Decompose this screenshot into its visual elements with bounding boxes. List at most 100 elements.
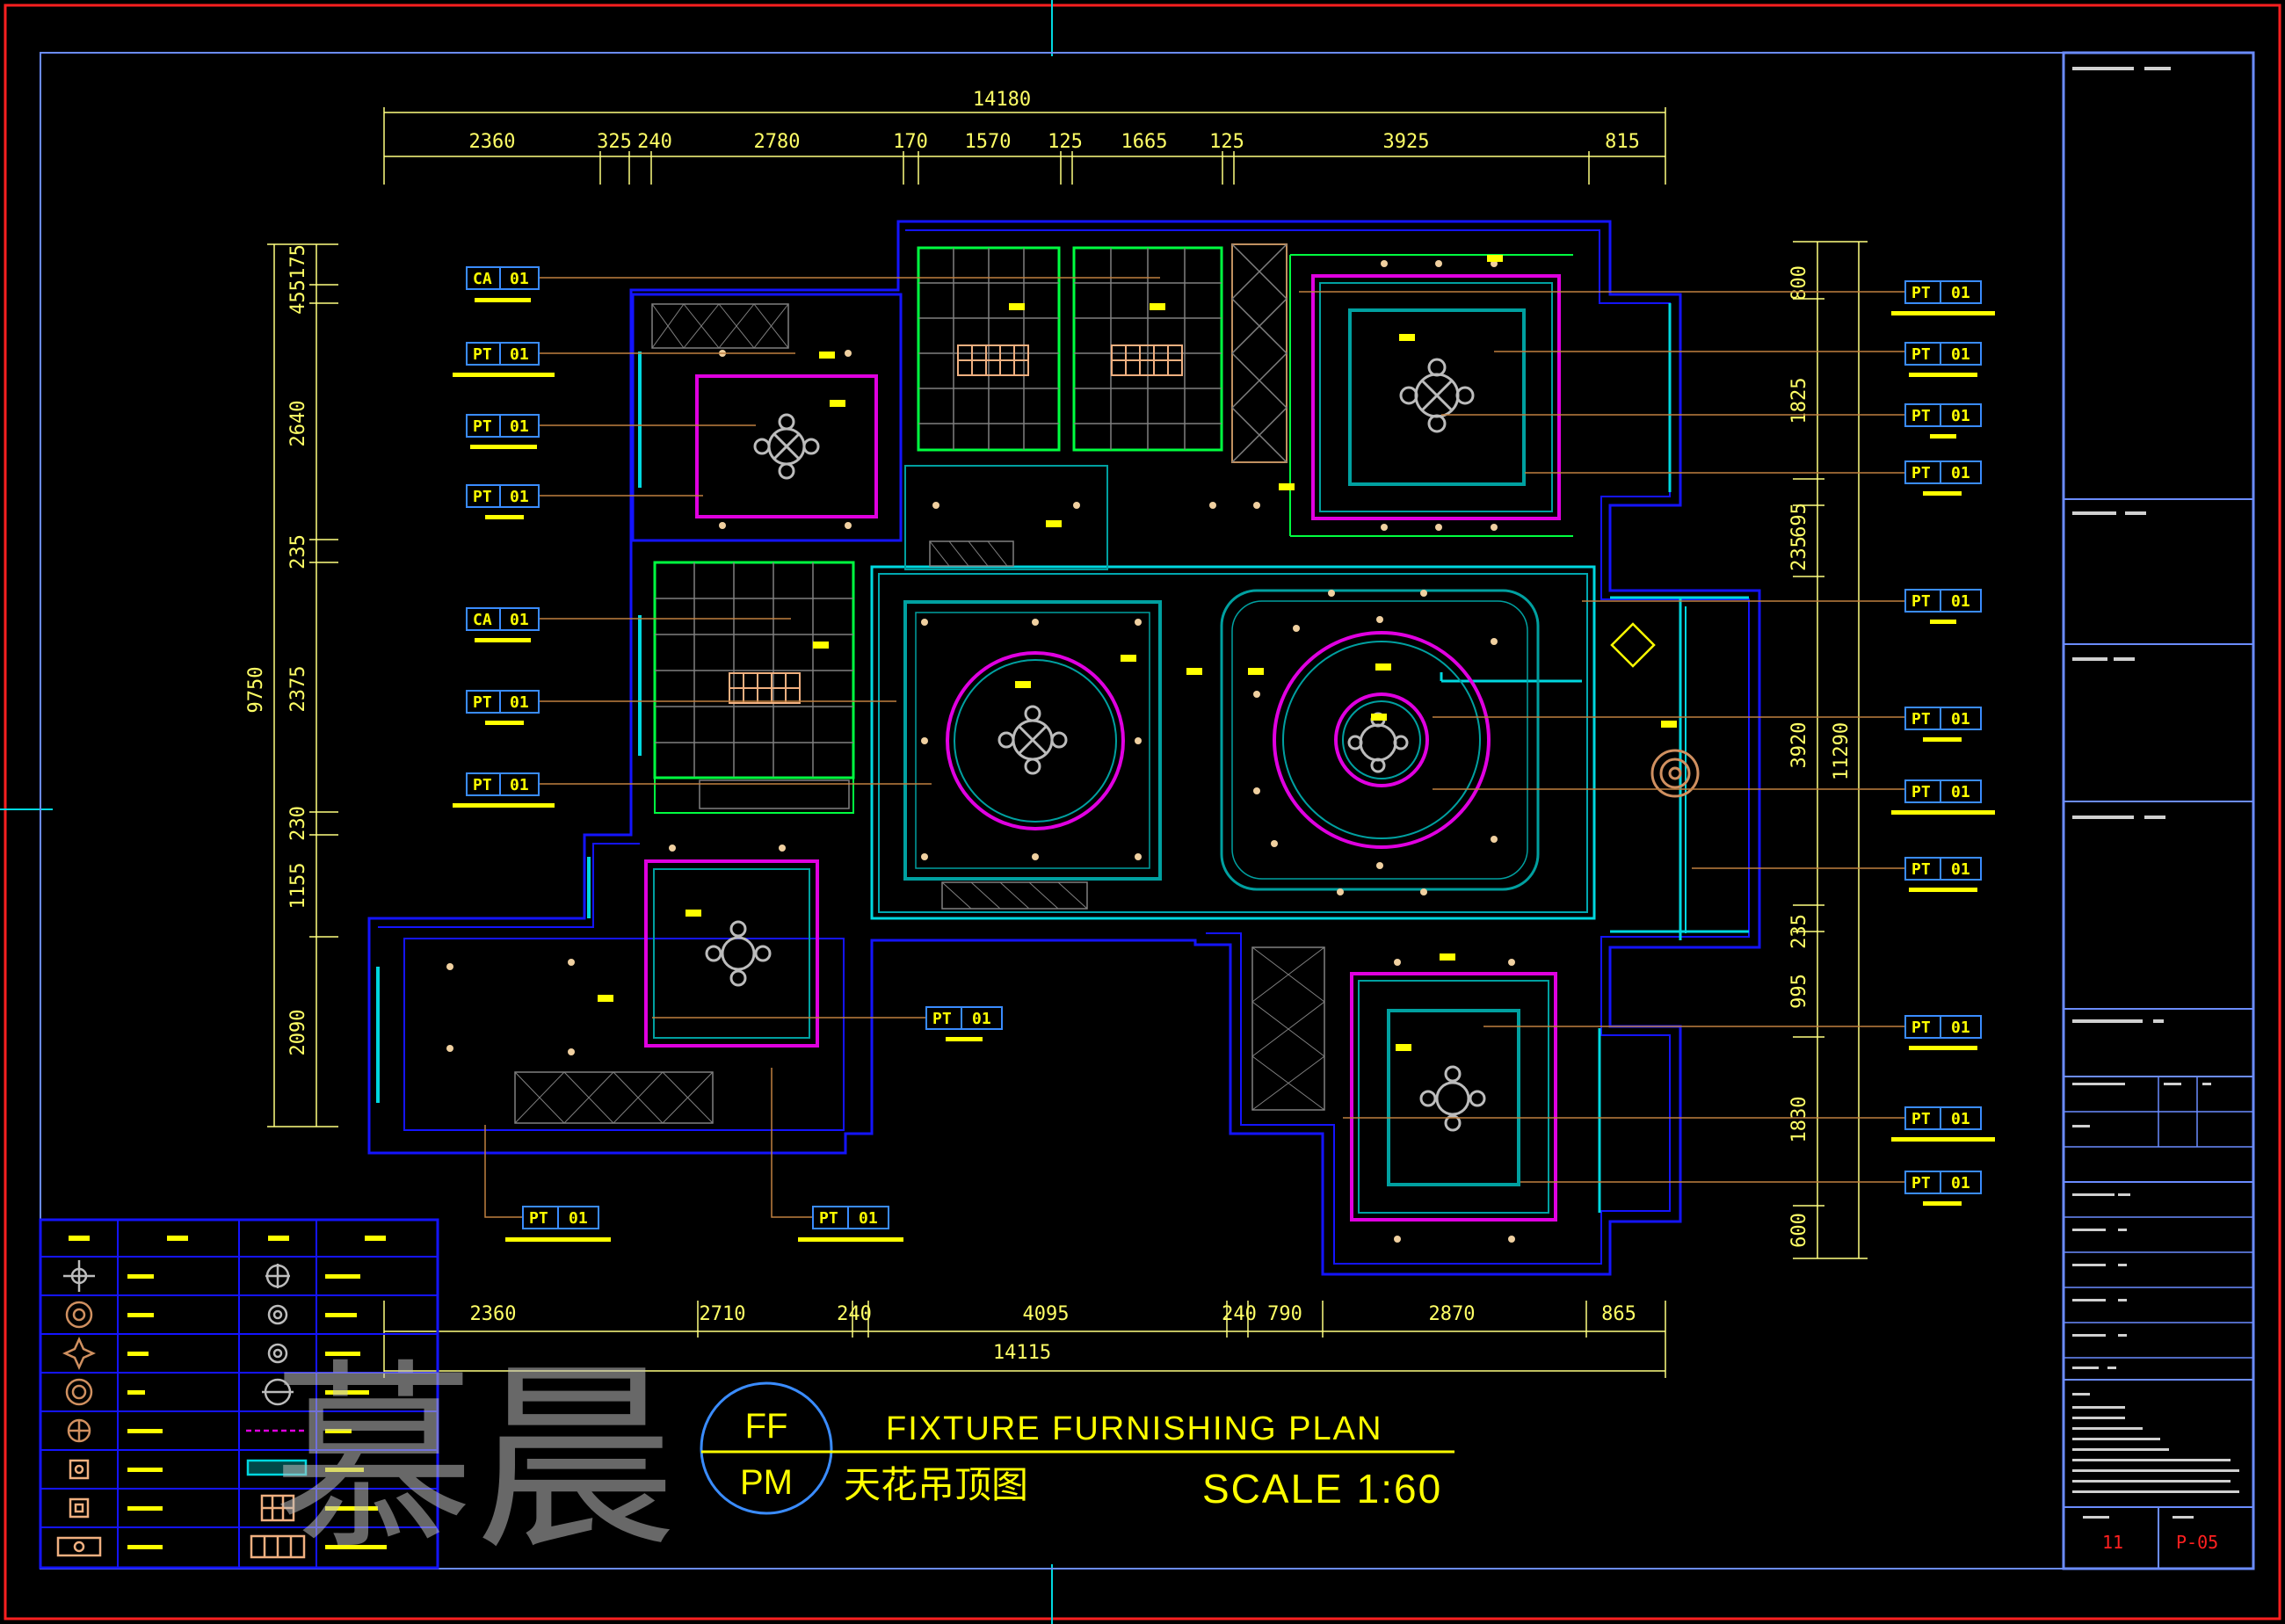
material-tag: PT 01 [1891, 1106, 1995, 1142]
right-dim-label: 995 [1788, 974, 1810, 1009]
tags-bottom: PT 01 PT 01 PT 01 [505, 1006, 1003, 1242]
tag-code: PT [1911, 860, 1931, 879]
inner-wall-outline [905, 229, 1750, 1265]
bottom-dim-label: 865 [1601, 1303, 1636, 1325]
material-tag: PT 01 [1904, 1015, 1982, 1050]
tag-code: PT [1911, 1174, 1931, 1193]
level-markers [598, 255, 1677, 1051]
tag-number: 01 [510, 693, 529, 712]
material-tag: PT 01 [798, 1206, 903, 1242]
left-dimension-chain [267, 243, 338, 1127]
living-ceiling [1220, 589, 1540, 891]
pendant-lamp-icon [1650, 749, 1700, 798]
tag-number: 01 [1951, 1019, 1970, 1037]
bottom-dim-label: 2870 [1429, 1303, 1476, 1325]
right-dim-label: 1830 [1788, 1097, 1810, 1143]
material-tag: PT 01 [1904, 589, 1982, 624]
bottom-dim-label: 2360 [470, 1303, 517, 1325]
chandelier-icon [1399, 358, 1475, 433]
top-dim-label: 125 [1209, 131, 1244, 153]
tag-code: PT [529, 1209, 548, 1228]
watermark: 慕晨 [272, 1343, 677, 1577]
left-dim-label: 2375 [287, 666, 309, 713]
left-dim-label: 455 [287, 279, 309, 315]
left-dim-label: 2640 [287, 401, 309, 447]
tag-code: PT [1911, 345, 1931, 364]
tag-number: 01 [1951, 860, 1970, 879]
top-dim-label: 2780 [754, 131, 801, 153]
tag-code: CA [473, 270, 492, 288]
tag-number: 01 [569, 1209, 588, 1228]
chandelier-icon [1347, 712, 1409, 773]
material-tag: PT 01 [1904, 342, 1982, 377]
leader-lines [484, 277, 1905, 1218]
top-dim-label: 1665 [1121, 131, 1168, 153]
title-badge [700, 1381, 833, 1515]
right-dim-label: 235 [1788, 914, 1810, 949]
right-dim-label: 3920 [1788, 722, 1810, 769]
chandelier-icon [705, 920, 772, 987]
drawing-scale: SCALE 1:60 [1202, 1466, 1442, 1512]
top-dim-label: 1570 [965, 131, 1012, 153]
legend-table [39, 1218, 439, 1570]
top-dim-label: 125 [1048, 131, 1083, 153]
tag-number: 01 [972, 1010, 991, 1028]
left-dim-label: 1155 [287, 863, 309, 910]
tag-number: 01 [1951, 464, 1970, 482]
tag-number: 01 [510, 417, 529, 436]
right-dim-label: 800 [1788, 265, 1810, 301]
bottom-dim-label: 2710 [700, 1303, 746, 1325]
bottom-dimension-chain [383, 1301, 1666, 1378]
tag-code: CA [473, 611, 492, 629]
tag-code: PT [473, 776, 492, 794]
left-dim-label: 230 [287, 806, 309, 841]
top-dimension-chain [383, 107, 1666, 185]
tag-code: PT [819, 1209, 838, 1228]
master-bedroom-ceiling [1311, 274, 1561, 520]
tag-code: PT [1911, 592, 1931, 611]
bottom-segment-labels: 2360 2710 240 4095 240 790 2870 865 [470, 1303, 1636, 1325]
top-dim-label: 240 [637, 131, 672, 153]
right-dim-label: 1825 [1788, 378, 1810, 424]
left-dim-label: 175 [287, 244, 309, 279]
tag-number: 01 [1951, 345, 1970, 364]
tag-number: 01 [859, 1209, 878, 1228]
left-dim-label: 2090 [287, 1010, 309, 1056]
bottom-dim-label: 240 [837, 1303, 872, 1325]
top-dim-label: 815 [1605, 131, 1640, 153]
tag-code: PT [1911, 407, 1931, 425]
tag-number: 01 [1951, 592, 1970, 611]
tag-number: 01 [1951, 783, 1970, 801]
entry-door-marker [1610, 622, 1656, 668]
tag-code: PT [1911, 1110, 1931, 1128]
top-dim-label: 325 [597, 131, 632, 153]
drawing-title-en: FIXTURE FURNISHING PLAN [886, 1410, 1382, 1447]
right-dimension-chain [1793, 241, 1868, 1259]
tag-code: PT [1911, 284, 1931, 302]
badge-bottom-label: PM [740, 1463, 793, 1502]
left-total-dimension: 9750 [245, 667, 267, 714]
tag-number: 01 [1951, 1110, 1970, 1128]
drawing-title-cn: 天花吊顶图 [844, 1464, 1028, 1505]
tag-code: PT [1911, 1019, 1931, 1037]
tag-number: 01 [510, 776, 529, 794]
title-block: 11 P-05 [2062, 51, 2255, 1570]
bottom-dim-label: 240 [1222, 1303, 1257, 1325]
top-dim-label: 2360 [469, 131, 516, 153]
chandelier-icon [997, 705, 1068, 775]
floor-plan [367, 220, 1761, 1276]
chandelier-icon [1419, 1065, 1486, 1132]
right-segment-labels: 800 1825 235 695 3920 235 995 1830 600 [1788, 265, 1810, 1248]
bedroom-upper-left [631, 293, 903, 542]
right-total-dimension: 11290 [1831, 722, 1853, 780]
